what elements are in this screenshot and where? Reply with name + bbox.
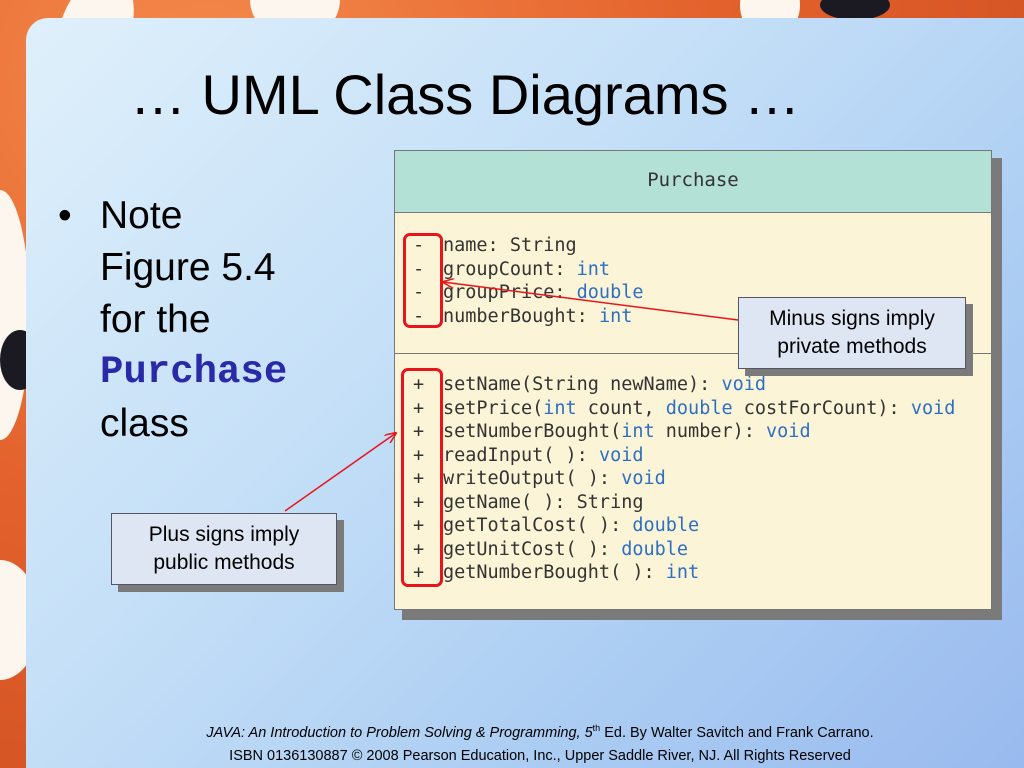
attribute-name: name:	[443, 235, 510, 256]
method-return-type: double	[621, 538, 689, 560]
visibility-sign: -	[413, 258, 425, 280]
plus-callout-arrow	[284, 433, 396, 512]
callout-line: Plus signs imply	[148, 523, 300, 546]
method-return-type: int	[665, 562, 700, 583]
uml-attribute: -numberBought: int	[413, 306, 632, 328]
callout-line: public methods	[153, 551, 295, 574]
method-text: readInput( ):	[443, 444, 599, 466]
visibility-sign: -	[413, 282, 425, 303]
visibility-sign: +	[413, 397, 425, 419]
minus-callout-arrow	[443, 282, 739, 321]
method-text: getNumberBought( ):	[443, 562, 666, 583]
visibility-sign: +	[413, 562, 425, 583]
visibility-sign: +	[413, 515, 425, 536]
method-param-type: double	[665, 397, 733, 419]
plus-signs-callout: Plus signs imply public methods	[111, 513, 337, 585]
bullet-line: Figure 5.4	[100, 246, 276, 289]
footer-edition-sup: th	[592, 723, 601, 733]
method-return-type: void	[598, 444, 644, 466]
uml-method: + getUnitCost( ): double	[413, 539, 688, 561]
bullet-line: Note	[100, 194, 183, 237]
callout-line: Minus signs imply	[769, 307, 935, 330]
uml-compartment-divider	[395, 353, 991, 354]
visibility-sign: +	[413, 421, 425, 442]
method-param-type: int	[621, 421, 655, 442]
footer-edition-rest: Ed. By Walter Savitch and Frank Carrano.	[600, 724, 874, 741]
visibility-sign: +	[413, 538, 425, 560]
attribute-type: int	[576, 258, 611, 280]
slide-title: … UML Class Diagrams …	[130, 63, 801, 126]
bullet-symbol: •	[58, 194, 72, 237]
attribute-name: groupPrice:	[443, 282, 577, 303]
method-text: getUnitCost( ):	[443, 538, 622, 560]
visibility-sign: -	[413, 305, 425, 327]
visibility-sign: +	[413, 491, 425, 513]
uml-method: + setPrice(int count, double costForCount…	[413, 398, 955, 420]
footer-copyright: ISBN 0136130887 © 2008 Pearson Education…	[229, 748, 851, 764]
visibility-sign: -	[413, 235, 425, 256]
method-return-type: void	[621, 468, 666, 489]
bullet-line: class	[100, 402, 189, 445]
plus-signs-highlight	[401, 368, 443, 587]
method-text: setPrice(	[443, 397, 544, 419]
attribute-name: groupCount:	[443, 258, 577, 280]
method-text: setNumberBought(	[443, 421, 622, 442]
bullet-text: Note Figure 5.4 for the Purchase class	[100, 190, 350, 450]
uml-method: + setNumberBought(int number): void	[413, 421, 811, 443]
method-return-type: double	[632, 515, 700, 536]
background-shadow	[820, 0, 890, 20]
uml-method: + setName(String newName): void	[413, 374, 766, 396]
visibility-sign: +	[413, 444, 425, 466]
uml-class-header: Purchase	[395, 151, 991, 213]
footer-citation: JAVA: An Introduction to Problem Solving…	[130, 723, 950, 741]
uml-method: + getName( ): String	[413, 492, 643, 514]
uml-class-diagram: Purchase -name: String-groupCount: int-g…	[394, 150, 992, 610]
method-text: getName( ): String	[443, 491, 644, 513]
uml-method: + getTotalCost( ): double	[413, 515, 699, 537]
uml-method: + getNumberBought( ): int	[413, 562, 699, 584]
bullet-code-class-name: Purchase	[100, 350, 288, 394]
method-return-type: void	[910, 397, 956, 419]
attribute-type: String	[509, 235, 577, 256]
method-text: setName(String newName):	[443, 374, 722, 395]
uml-method: + readInput( ): void	[413, 445, 644, 467]
method-param-type: int	[543, 397, 577, 419]
uml-attribute: -groupCount: int	[413, 259, 610, 281]
callout-line: private methods	[777, 335, 927, 358]
method-text: costForCount):	[732, 397, 911, 419]
attribute-name: numberBought:	[443, 305, 599, 327]
uml-method: + writeOutput( ): void	[413, 468, 666, 490]
minus-signs-callout: Minus signs imply private methods	[738, 297, 966, 369]
footer-book-title: JAVA: An Introduction to Problem Solving…	[206, 724, 593, 741]
attribute-type: double	[576, 282, 644, 303]
uml-attribute: -groupPrice: double	[413, 282, 643, 304]
method-text: count,	[576, 397, 666, 419]
bullet-line: for the	[100, 298, 211, 341]
method-return-type: void	[721, 374, 767, 395]
method-text: writeOutput( ):	[443, 468, 622, 489]
attribute-type: int	[598, 305, 633, 327]
uml-class-name: Purchase	[647, 169, 739, 191]
method-text: number):	[654, 421, 767, 442]
method-text: getTotalCost( ):	[443, 515, 633, 536]
visibility-sign: +	[413, 374, 425, 395]
uml-attribute: -name: String	[413, 235, 577, 257]
method-return-type: void	[766, 421, 811, 442]
visibility-sign: +	[413, 468, 425, 489]
